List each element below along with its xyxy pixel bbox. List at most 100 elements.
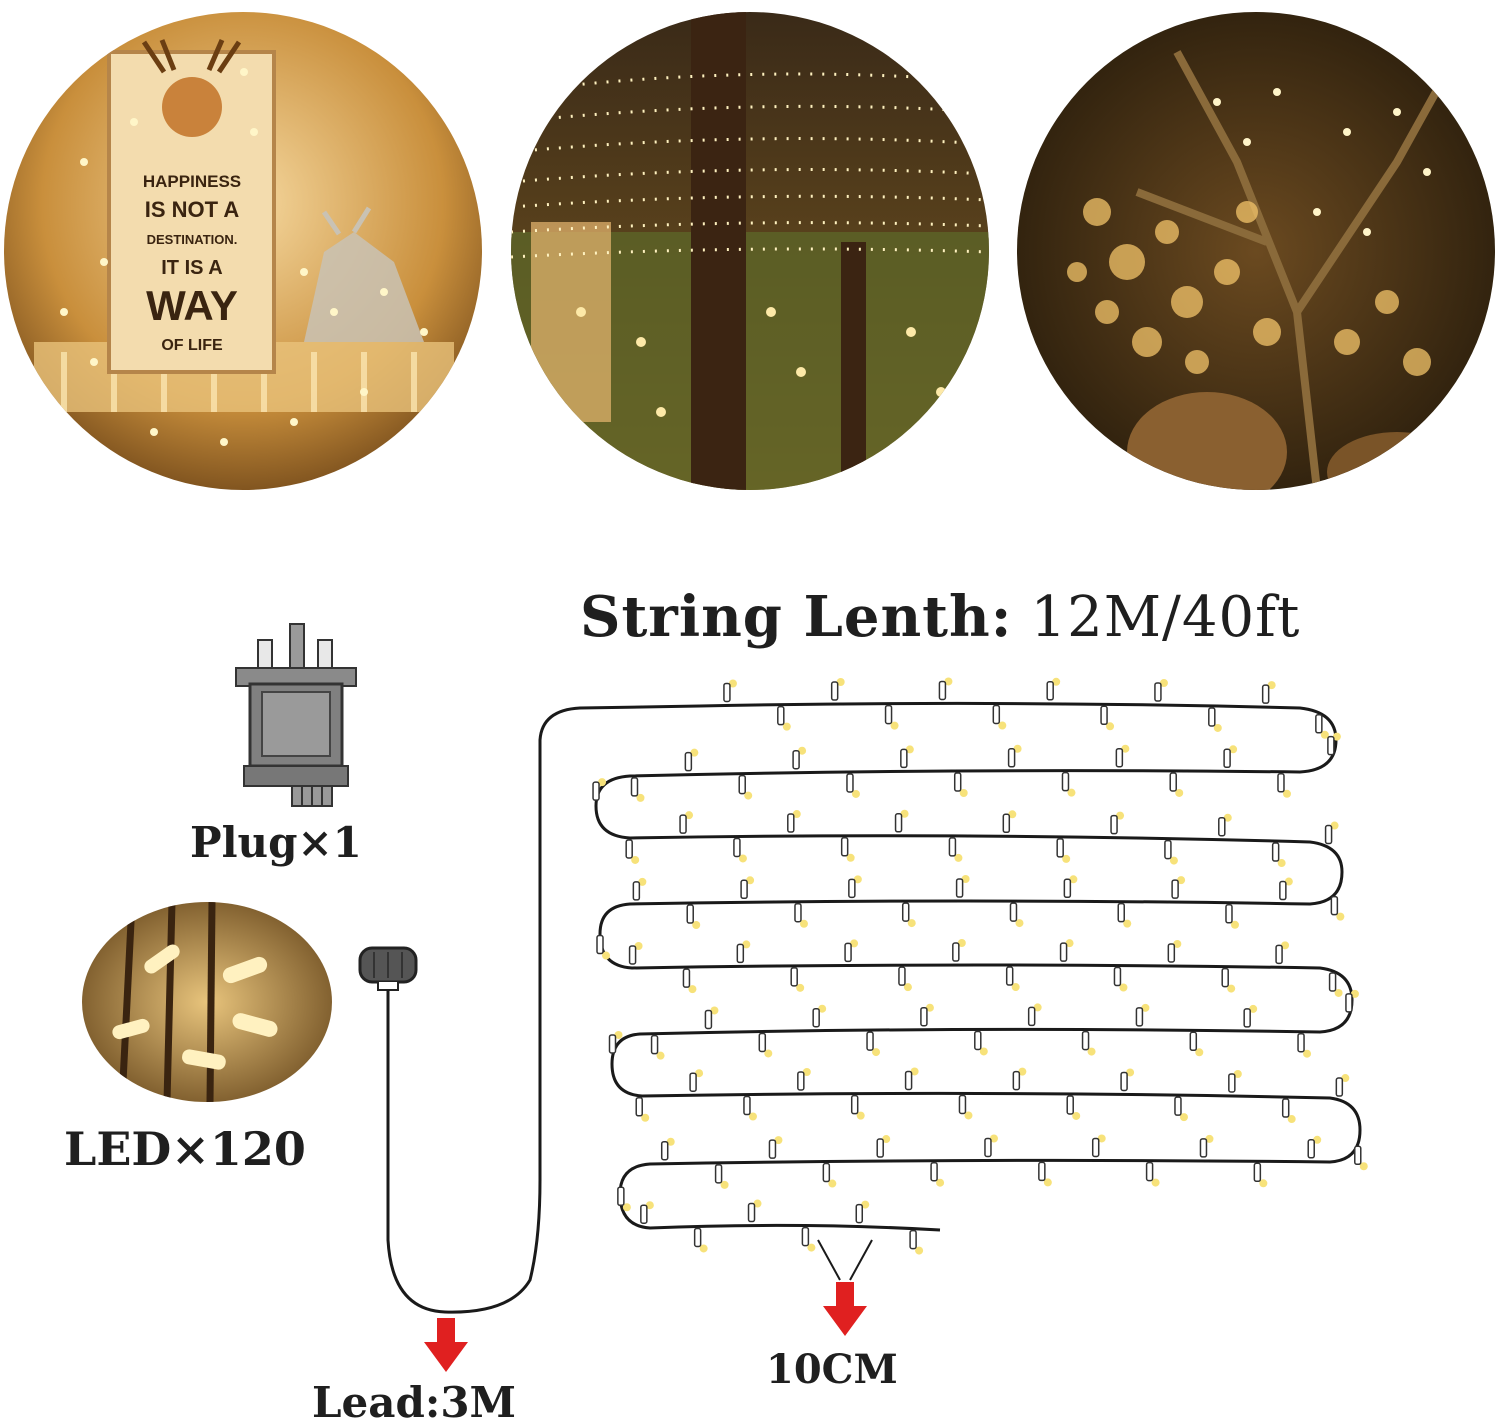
led-bulb [1315, 714, 1329, 739]
led-closeup-art [82, 902, 332, 1102]
led-bulb [704, 1006, 719, 1030]
led-bulb [1117, 902, 1132, 928]
led-bulb [898, 966, 912, 992]
led-bulb [866, 1031, 881, 1057]
led-bulb [628, 941, 643, 965]
led-bulb [1120, 1068, 1135, 1092]
led-bulb [1330, 895, 1345, 921]
string-length-title: String Lenth:12M/40ft [580, 584, 1300, 650]
led-bulb [1228, 1069, 1242, 1093]
indoor-sign-photo-art: HAPPINESS IS NOT A DESTINATION. IT IS A … [4, 12, 482, 490]
led-bulb [1100, 705, 1115, 731]
led-bulb [1225, 904, 1239, 929]
led-bulb [1115, 744, 1130, 768]
led-bulb [617, 1186, 631, 1212]
led-bulb [1174, 1096, 1188, 1122]
led-bulb [984, 1134, 998, 1158]
led-bulb [920, 1003, 934, 1027]
sign-line-1: HAPPINESS [143, 172, 241, 191]
led-bulb [1154, 678, 1168, 702]
led-bulb [650, 1034, 665, 1060]
led-bulb [1007, 744, 1022, 768]
led-bulb [1164, 839, 1178, 865]
photo-tree-lights [1017, 12, 1495, 490]
led-closeup-photo [82, 902, 332, 1102]
sign-line-5: WAY [146, 282, 238, 329]
led-bulb [1345, 989, 1359, 1013]
red-down-arrow-icon [424, 1318, 468, 1372]
led-bulb [1145, 1161, 1160, 1187]
led-bulb [1113, 966, 1128, 992]
led-bulb [900, 745, 914, 769]
led-bulb [740, 876, 755, 900]
led-bulb [1277, 773, 1291, 798]
led-bulb [608, 1030, 623, 1054]
led-bulb [797, 1067, 811, 1091]
led-bulb [952, 939, 966, 962]
led-bulb [1271, 842, 1286, 868]
led-bulb [822, 1162, 837, 1188]
sign-line-3: DESTINATION. [147, 232, 238, 247]
led-bulb [1009, 902, 1024, 928]
led-bulb [958, 1094, 973, 1120]
led-bulbs [592, 677, 1368, 1255]
led-bulb [733, 837, 747, 863]
string-wire [594, 701, 1362, 1232]
lead-length-label: Lead:3M [312, 1378, 517, 1427]
plug-count-label: Plug×1 [190, 818, 362, 867]
photo-pergola-lights [511, 12, 989, 490]
led-bulb [904, 1067, 919, 1091]
led-bulb [1091, 1134, 1106, 1158]
led-bulb [1061, 771, 1076, 797]
led-bulb [1354, 1145, 1368, 1171]
led-bulb [660, 1137, 675, 1161]
led-bulb [1110, 811, 1125, 835]
led-bulb [723, 679, 737, 703]
led-bulb [955, 875, 970, 898]
led-bulb [714, 1164, 729, 1189]
led-bulb [1221, 967, 1236, 993]
led-bulb [1335, 1074, 1350, 1097]
led-bulb [1027, 1003, 1042, 1027]
led-bulb [640, 1201, 654, 1224]
led-bulb [894, 809, 909, 833]
sign-line-2: IS NOT A [145, 197, 240, 222]
led-bulb [884, 704, 899, 730]
led-bulb [743, 1095, 757, 1121]
led-bulb [1038, 1161, 1052, 1187]
led-bulb [1327, 732, 1341, 756]
led-bulb [1279, 877, 1293, 901]
led-bulb [1005, 966, 1020, 992]
led-bulb [768, 1136, 783, 1159]
led-bulb [848, 875, 862, 899]
led-bulb [596, 934, 611, 960]
led-bulb [693, 1227, 708, 1253]
led-bulb [1135, 1003, 1150, 1027]
photo-indoor-sign-decor: HAPPINESS IS NOT A DESTINATION. IT IS A … [4, 12, 482, 490]
led-bulb [930, 1161, 945, 1187]
pergola-photo-art [511, 12, 989, 490]
led-bulb [1199, 1134, 1214, 1158]
led-bulb [846, 773, 860, 798]
uk-plug-adapter-icon [235, 623, 357, 807]
led-bulb [794, 902, 808, 928]
spacing-indicator [817, 1239, 873, 1281]
led-bulb [738, 774, 753, 800]
light-string-diagram [235, 623, 1368, 1372]
string-length-key: String Lenth: [580, 584, 1013, 650]
led-bulb [1223, 745, 1238, 769]
led-bulb [1208, 707, 1222, 732]
led-bulb [679, 811, 694, 834]
led-bulb [840, 837, 855, 862]
led-bulb [1328, 972, 1343, 997]
led-bulb [747, 1199, 762, 1223]
led-bulb [1063, 875, 1078, 899]
led-bulb [844, 939, 859, 963]
led-bulb [1243, 1004, 1258, 1028]
led-bulb [682, 968, 697, 994]
led-bulb [801, 1226, 816, 1252]
led-bulb [632, 877, 647, 901]
led-bulb [777, 705, 791, 731]
led-bulb [830, 678, 845, 701]
led-bulb [790, 967, 805, 992]
